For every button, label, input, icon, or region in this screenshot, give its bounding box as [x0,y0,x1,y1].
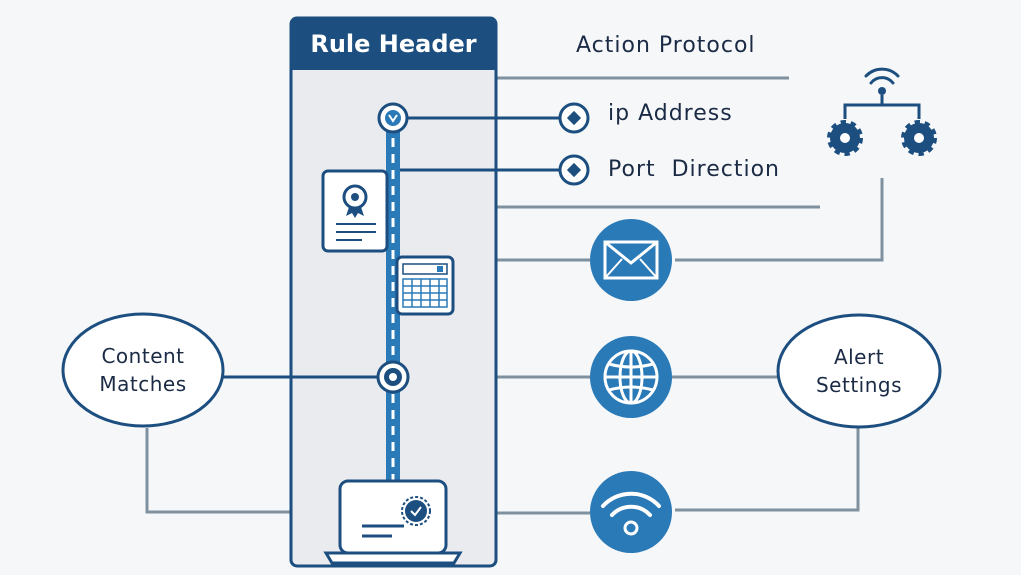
connector-alert-to-wifi [675,428,860,512]
connector-network-to-email [675,178,884,262]
certificate-document-icon [321,169,389,253]
alert-settings-label: Alert Settings [815,345,903,397]
panel-title-bar [291,18,496,70]
content-matches-label: Content Matches [99,344,187,396]
globe-icon [590,336,672,418]
action-protocol-label: Action Protocol [576,33,756,58]
connector-content-to-laptop [145,428,328,514]
ip-address-label: ip Address [608,101,733,126]
timeline [386,118,400,488]
timeline-mid-node [376,360,410,394]
data-table-icon [395,255,455,316]
envelope-icon [590,219,672,301]
port-direction-label: Port Direction [608,157,780,182]
alert-settings-ellipse [776,313,942,429]
connector-lines [145,76,884,515]
timeline-top-node [377,102,409,134]
laptop-certificate-icon [323,479,463,565]
ip-address-bullet [558,102,590,134]
panel-title: Rule Header [310,30,477,58]
wifi-icon [590,471,672,553]
navy-connectors [223,116,560,379]
network-gears-icon [827,67,937,156]
content-matches-ellipse [61,312,225,428]
port-direction-bullet [558,154,590,186]
